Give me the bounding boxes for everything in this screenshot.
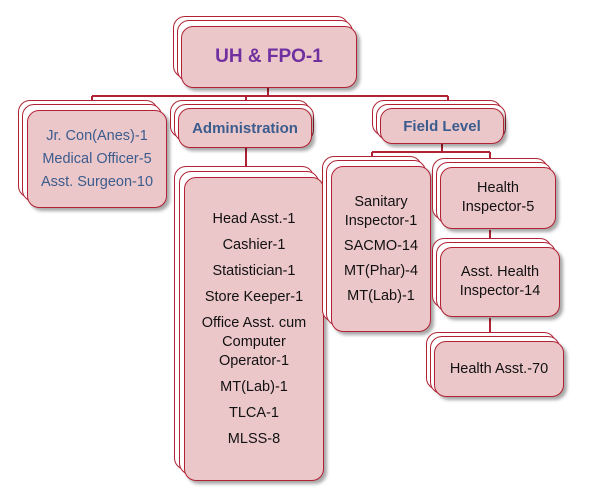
medical-staff-item: Jr. Con(Anes)-1	[46, 127, 148, 144]
admin-staff-item: MT(Lab)-1	[220, 378, 288, 395]
admin-staff-item: TLCA-1	[229, 404, 279, 421]
admin-staff-item: MLSS-8	[227, 430, 281, 447]
sanitary-staff-item: SACMO-14	[343, 237, 419, 254]
admin-staff-item: Head Asst.-1	[212, 210, 296, 227]
admin-staff-item: Office Asst. cum Computer Operator-1	[201, 314, 307, 369]
sanitary-staff-item: MT(Phar)-4	[343, 262, 419, 279]
admin-staff-item: Cashier-1	[222, 236, 286, 253]
admin-staff-item: Store Keeper-1	[204, 288, 304, 305]
sanitary-staff-item: Sanitary Inspector-1	[344, 193, 418, 229]
health-asst-label: Health Asst.-70	[449, 360, 549, 377]
admin-staff-item: Statistician-1	[212, 262, 296, 279]
sanitary-staff-item: MT(Lab)-1	[347, 287, 415, 304]
health-inspector-label: Health Inspector-5	[461, 180, 535, 215]
medical-staff-item: Medical Officer-5	[42, 150, 152, 167]
administration-title: Administration	[192, 119, 298, 137]
root-title: UH & FPO-1	[215, 46, 323, 67]
field-level-title: Field Level	[403, 117, 481, 135]
medical-staff-item: Asst. Surgeon-10	[40, 173, 154, 190]
asst-health-inspector-label: Asst. Health Inspector-14	[459, 264, 541, 299]
